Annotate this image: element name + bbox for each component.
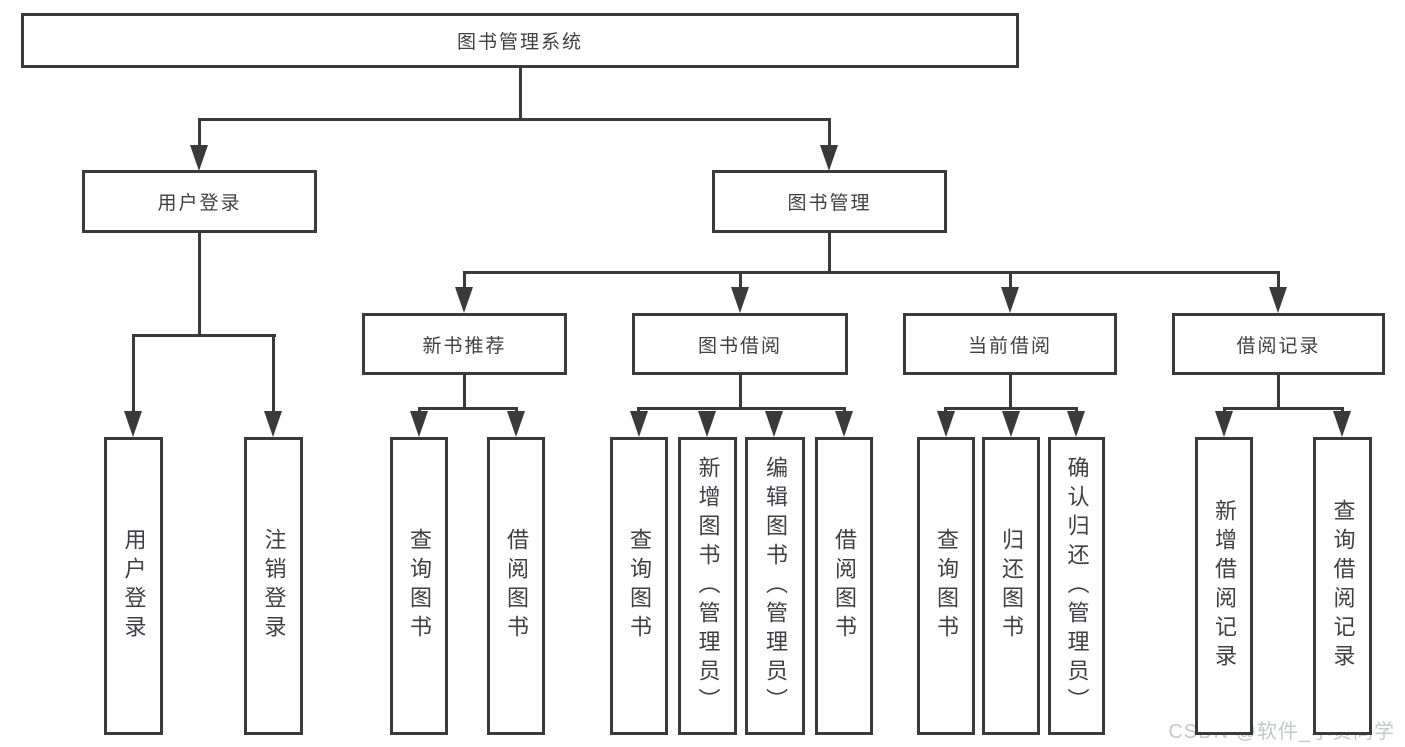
node-user-login: 用户登录 (82, 170, 317, 233)
connector-book-borrow-bus (637, 407, 846, 410)
connector-book-borrow-stem (739, 374, 742, 410)
node-new-book-rec: 新书推荐 (362, 313, 567, 375)
connector-drop-borrow-records (1277, 271, 1280, 291)
leaf-logout-label: 注销登录 (261, 528, 287, 644)
arrowhead-icon (937, 411, 955, 437)
node-current-borrow: 当前借阅 (903, 313, 1117, 375)
leaf-query-book-b: 查询图书 (610, 437, 668, 735)
arrowhead-icon (630, 411, 648, 437)
leaf-borrow-book-a-label: 借阅图书 (504, 528, 529, 644)
connector-drop-current-borrow (1009, 271, 1012, 291)
arrowhead-icon (1001, 287, 1019, 313)
connector-user-login-bus (132, 334, 276, 337)
node-book-borrow: 图书借阅 (632, 313, 848, 375)
leaf-user-login-label: 用户登录 (121, 528, 147, 644)
node-borrow-records: 借阅记录 (1172, 313, 1385, 375)
connector-new-book-rec-bus (418, 407, 518, 410)
connector-drop-leaf-user-login (132, 334, 135, 414)
connector-current-borrow-bus (944, 407, 1078, 410)
leaf-return-book-label: 归还图书 (999, 528, 1024, 644)
arrowhead-icon (1333, 411, 1351, 437)
leaf-borrow-book-a: 借阅图书 (487, 437, 545, 735)
arrowhead-icon (1215, 411, 1233, 437)
connector-user-login-stem (198, 233, 201, 337)
node-user-login-label: 用户登录 (157, 193, 242, 214)
leaf-return-book: 归还图书 (982, 437, 1040, 735)
leaf-confirm-return-label: 确认归还（管理员） (1064, 455, 1090, 717)
leaf-borrow-book-b: 借阅图书 (815, 437, 873, 735)
connector-root-bus (198, 118, 831, 121)
leaf-query-book-c: 查询图书 (917, 437, 975, 735)
leaf-add-borrow-record-label: 新增借阅记录 (1212, 499, 1237, 673)
arrowhead-icon (507, 411, 525, 437)
connector-drop-user-login (198, 118, 201, 148)
connector-borrow-records-stem (1277, 374, 1280, 410)
leaf-logout: 注销登录 (244, 437, 303, 735)
node-borrow-records-label: 借阅记录 (1236, 335, 1321, 357)
leaf-query-borrow-record: 查询借阅记录 (1313, 437, 1372, 735)
arrowhead-icon (1002, 411, 1020, 437)
connector-book-mgmt-stem (828, 233, 831, 274)
arrowhead-icon (765, 411, 783, 437)
arrowhead-icon (264, 411, 282, 437)
leaf-edit-book: 编辑图书（管理员） (745, 437, 805, 735)
arrowhead-icon (1269, 287, 1287, 313)
node-book-borrow-label: 图书借阅 (697, 335, 782, 357)
leaf-confirm-return: 确认归还（管理员） (1048, 437, 1105, 735)
connector-book-mgmt-bus (463, 271, 1280, 274)
arrowhead-icon (835, 411, 853, 437)
leaf-query-borrow-record-label: 查询借阅记录 (1330, 499, 1356, 673)
arrowhead-icon (455, 287, 473, 313)
leaf-query-book-a: 查询图书 (390, 437, 448, 735)
connector-borrow-records-bus (1223, 407, 1344, 410)
node-new-book-rec-label: 新书推荐 (422, 335, 507, 357)
leaf-edit-book-label: 编辑图书（管理员） (763, 455, 788, 717)
arrowhead-icon (698, 411, 716, 437)
leaf-add-book-label: 新增图书（管理员） (695, 455, 721, 717)
arrowhead-icon (731, 287, 749, 313)
node-root: 图书管理系统 (21, 13, 1019, 68)
connector-current-borrow-stem (1009, 374, 1012, 410)
connector-drop-book-borrow (739, 271, 742, 291)
leaf-add-book: 新增图书（管理员） (678, 437, 737, 735)
leaf-borrow-book-b-label: 借阅图书 (832, 528, 857, 644)
connector-new-book-rec-stem (463, 374, 466, 410)
arrowhead-icon (190, 145, 208, 171)
node-book-mgmt: 图书管理 (712, 170, 947, 233)
node-book-mgmt-label: 图书管理 (787, 193, 872, 214)
leaf-query-book-a-label: 查询图书 (407, 528, 432, 644)
leaf-query-book-b-label: 查询图书 (627, 528, 652, 644)
connector-drop-book-mgmt (828, 118, 831, 148)
leaf-add-borrow-record: 新增借阅记录 (1195, 437, 1253, 735)
connector-drop-new-book-rec (463, 271, 466, 291)
connector-drop-leaf-logout (272, 334, 275, 414)
arrowhead-icon (124, 411, 142, 437)
arrowhead-icon (1067, 411, 1085, 437)
arrowhead-icon (410, 411, 428, 437)
node-root-label: 图书管理系统 (456, 32, 583, 53)
node-current-borrow-label: 当前借阅 (967, 335, 1052, 357)
leaf-query-book-c-label: 查询图书 (934, 528, 959, 644)
arrowhead-icon (820, 145, 838, 171)
connector-root-stem (519, 68, 522, 120)
leaf-user-login: 用户登录 (104, 437, 163, 735)
